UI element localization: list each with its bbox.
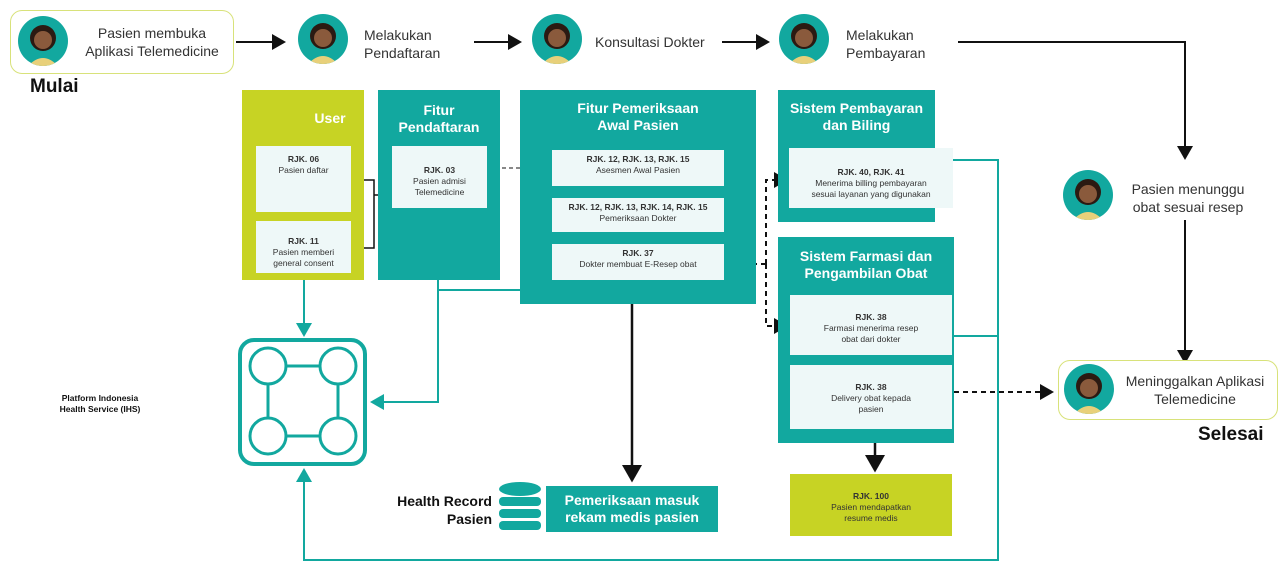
card-code: RJK. 11 xyxy=(288,236,319,246)
step-register-text: Melakukan Pendaftaran xyxy=(364,27,441,61)
end-label: Selesai xyxy=(1198,424,1264,445)
patient-avatar-icon xyxy=(532,14,582,64)
card-text: Asesmen Awal Pasien xyxy=(596,165,680,175)
user-block-title: User xyxy=(314,110,346,126)
patient-avatar-icon xyxy=(298,14,348,64)
card-code: RJK. 12, RJK. 13, RJK. 15 xyxy=(586,154,690,164)
card-text: Delivery obat kepada pasien xyxy=(831,393,911,414)
dashed-to-billing xyxy=(765,172,788,264)
registration-block-title: Fitur Pendaftaran xyxy=(398,102,480,135)
exam-block-title: Fitur Pemeriksaan Awal Pasien xyxy=(577,100,699,133)
user-bracket xyxy=(364,179,375,249)
card-code: RJK. 12, RJK. 13, RJK. 14, RJK. 15 xyxy=(568,202,708,212)
database-icon xyxy=(499,482,541,530)
pharmacy-block-title: Sistem Farmasi dan Pengambilan Obat xyxy=(799,248,933,281)
health-record-label: Health Record Pasien xyxy=(397,493,492,527)
card-code: RJK. 38 xyxy=(855,312,887,322)
record-box-label: Pemeriksaan masuk rekam medis pasien xyxy=(564,492,700,525)
start-label: Mulai xyxy=(30,76,79,97)
card-code: RJK. 100 xyxy=(853,491,889,501)
card-code: RJK. 06 xyxy=(287,154,320,164)
card-code: RJK. 03 xyxy=(423,165,456,175)
card-text: Dokter membuat E-Resep obat xyxy=(579,259,697,269)
card-text: Farmasi menerima resep obat dari dokter xyxy=(823,323,919,344)
card-text: Pemeriksaan Dokter xyxy=(599,213,677,223)
card-text: Pasien mendapatkan resume medis xyxy=(831,502,911,523)
patient-avatar-icon xyxy=(1064,364,1114,414)
patient-avatar-icon xyxy=(1063,170,1113,220)
billing-block-title: Sistem Pembayaran dan Biling xyxy=(789,100,924,133)
patient-avatar-icon xyxy=(18,16,68,66)
card-text: Pasien memberi general consent xyxy=(272,247,335,268)
card-code: RJK. 38 xyxy=(855,382,887,392)
card-text: Pasien daftar xyxy=(278,165,329,175)
card-text: Menerima billing pembayaran sesuai layan… xyxy=(811,178,931,199)
step-pay-text: Melakukan Pembayaran xyxy=(846,27,926,61)
record-box xyxy=(546,486,718,532)
step-open-app-text: Pasien membuka Aplikasi Telemedicine xyxy=(85,25,219,59)
card-text: Pasien admisi Telemedicine xyxy=(413,176,466,197)
platform-label: Platform Indonesia Health Service (IHS) xyxy=(59,393,141,414)
card-code: RJK. 37 xyxy=(622,248,654,258)
platform-network-icon xyxy=(238,338,367,466)
card-code: RJK. 40, RJK. 41 xyxy=(837,167,905,177)
step-consult-text: Konsultasi Dokter xyxy=(595,34,705,50)
step-wait-text: Pasien menunggu obat sesuai resep xyxy=(1131,181,1245,215)
arrow-s4-s5 xyxy=(958,41,1193,160)
patient-avatar-icon xyxy=(779,14,829,64)
step-leave-text: Meninggalkan Aplikasi Telemedicine xyxy=(1125,373,1265,407)
teal-registration-platform xyxy=(370,280,439,410)
teal-bottom-loop xyxy=(296,159,999,561)
